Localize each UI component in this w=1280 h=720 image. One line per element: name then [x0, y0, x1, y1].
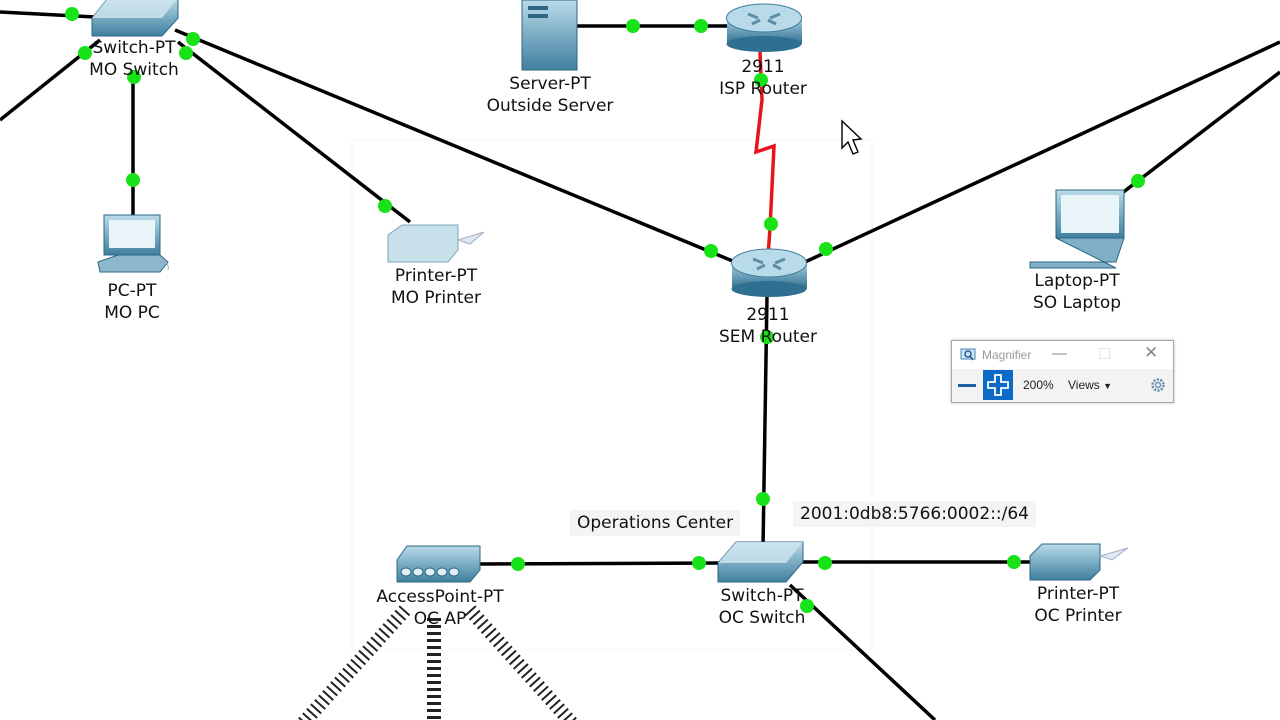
mo-printer-name: MO Printer [390, 288, 481, 308]
note-subnet[interactable]: 2001:0db8:5766:0002::/64 [793, 501, 1037, 527]
zoom-out-button[interactable] [957, 377, 977, 393]
so-laptop-name: SO Laptop [1032, 293, 1122, 313]
link-mo-switch-sem-router[interactable] [174, 28, 736, 264]
mo-switch-name: MO Switch [89, 60, 179, 80]
access-point-icon[interactable] [396, 545, 481, 583]
laptop-icon[interactable] [1029, 189, 1125, 269]
mo-pc-name: MO PC [104, 303, 160, 323]
sem-router-model: 2911 [746, 305, 790, 325]
magnifier-toolbar: 200% Views ▼ [952, 369, 1173, 402]
sem-router-name: SEM Router [719, 327, 817, 347]
sem-router-icon[interactable] [731, 248, 808, 297]
views-label: Views [1068, 378, 1100, 392]
maximize-button[interactable]: ☐ [1098, 346, 1112, 363]
settings-gear-icon[interactable] [1149, 376, 1167, 394]
sem-router-label: 2911 SEM Router [714, 304, 822, 348]
link-oc-switch-down[interactable] [788, 583, 937, 720]
oc-switch-model: Switch-PT [720, 586, 804, 606]
mo-printer-model: Printer-PT [394, 266, 478, 286]
oc-switch-icon[interactable] [717, 541, 804, 583]
magnifier-window[interactable]: Magnifier — ☐ ✕ 200% Views ▼ [951, 340, 1174, 403]
views-dropdown[interactable]: Views ▼ [1068, 378, 1112, 392]
outside-server-name: Outside Server [486, 96, 614, 116]
mo-switch-label: Switch-PT MO Switch [84, 37, 184, 81]
oc-printer-icon[interactable] [1029, 543, 1129, 581]
port-status-dots [65, 7, 1145, 613]
oc-switch-name: OC Switch [718, 608, 806, 628]
mo-switch-model: Switch-PT [92, 38, 176, 58]
mo-pc-label: PC-PT MO PC [90, 280, 174, 324]
mo-switch-icon[interactable] [91, 0, 179, 37]
magnifier-app-icon [960, 348, 976, 361]
mo-pc-model: PC-PT [107, 281, 157, 301]
close-button[interactable]: ✕ [1144, 343, 1159, 362]
so-laptop-model: Laptop-PT [1034, 271, 1120, 291]
magnifier-title: Magnifier [982, 348, 1032, 362]
link-sem-router-right[interactable] [804, 40, 1280, 264]
link-mo-switch-left-1[interactable] [0, 10, 96, 19]
isp-router-model: 2911 [741, 57, 785, 77]
outside-server-label: Server-PT Outside Server [485, 73, 615, 117]
so-laptop-label: Laptop-PT SO Laptop [1024, 270, 1130, 314]
oc-printer-label: Printer-PT OC Printer [1026, 583, 1130, 627]
isp-router-icon[interactable] [726, 3, 803, 52]
chevron-down-icon: ▼ [1103, 381, 1113, 391]
oc-ap-model: AccessPoint-PT [376, 587, 504, 607]
oc-printer-name: OC Printer [1034, 606, 1122, 626]
isp-router-label: 2911 ISP Router [710, 56, 816, 100]
zoom-in-button[interactable] [983, 370, 1013, 400]
faint-area-outline [351, 139, 873, 651]
note-operations-center[interactable]: Operations Center [570, 510, 741, 536]
server-icon[interactable] [521, 0, 578, 71]
oc-switch-label: Switch-PT OC Switch [712, 585, 812, 629]
wireless-beams [286, 605, 596, 720]
oc-ap-label: AccessPoint-PT OC AP [374, 586, 506, 630]
magnifier-title-bar[interactable]: Magnifier — ☐ ✕ [952, 341, 1173, 369]
oc-printer-model: Printer-PT [1036, 584, 1120, 604]
minimize-button[interactable]: — [1052, 345, 1067, 362]
mouse-cursor-icon [841, 119, 863, 155]
pc-icon[interactable] [97, 214, 169, 273]
outside-server-model: Server-PT [509, 74, 591, 94]
serial-link-isp-sem[interactable] [753, 51, 776, 257]
link-laptop-right[interactable] [1098, 70, 1280, 212]
mo-printer-label: Printer-PT MO Printer [382, 265, 490, 309]
zoom-level: 200% [1023, 378, 1054, 392]
mo-printer-icon[interactable] [387, 224, 485, 263]
isp-router-name: ISP Router [719, 79, 807, 99]
link-mo-switch-printer[interactable] [176, 40, 412, 224]
oc-ap-name: OC AP [413, 609, 467, 629]
